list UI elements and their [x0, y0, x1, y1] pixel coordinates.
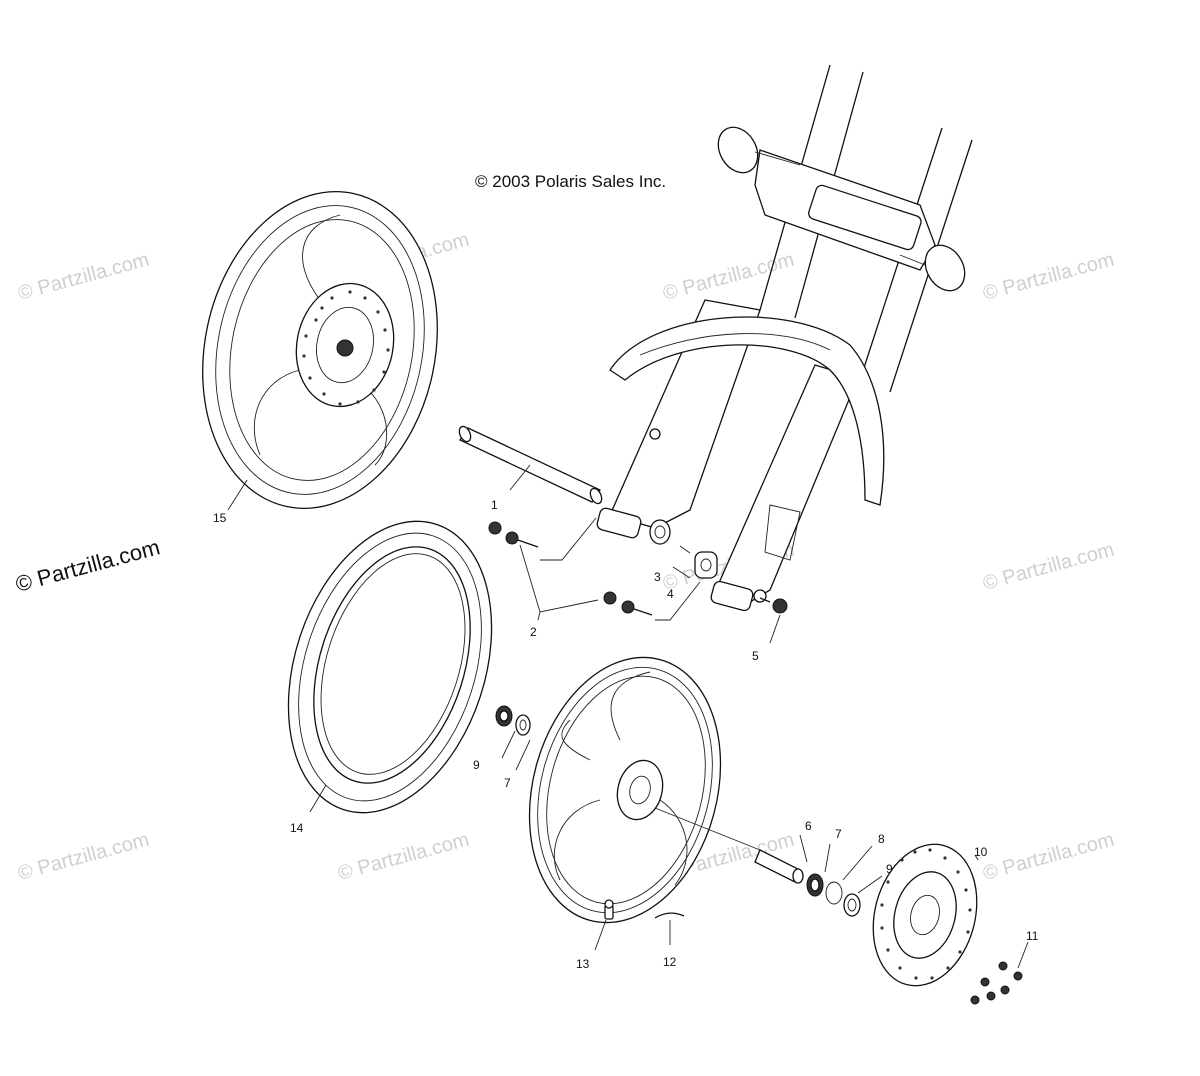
watermark-text: © Partzilla.com — [981, 829, 1117, 885]
balance-weight — [654, 912, 685, 919]
watermark-text: © Partzilla.com — [981, 249, 1117, 305]
callout-10: 10 — [974, 845, 988, 859]
callout-13: 13 — [576, 957, 590, 971]
callout-11: 11 — [1026, 929, 1039, 943]
watermark-text: © Partzilla.com — [661, 249, 797, 305]
axle-bolt — [759, 597, 788, 644]
pinch-bolts — [488, 517, 701, 621]
watermark-text: © Partzilla.com — [981, 539, 1117, 595]
callout-3: 3 — [654, 570, 661, 584]
right-spacer-bearing — [754, 849, 861, 917]
callout-6: 6 — [805, 819, 812, 833]
callout-5: 5 — [752, 649, 759, 663]
brake-disc — [872, 843, 978, 987]
callout-14: 14 — [290, 821, 304, 835]
callout-1: 1 — [491, 498, 498, 512]
watermark-text: © Partzilla.com — [16, 249, 152, 305]
callout-7-left: 7 — [504, 776, 511, 790]
callout-numbers: 15 1 2 3 4 5 14 9 7 6 7 8 9 10 11 12 13 — [213, 498, 1039, 971]
axle-part — [458, 425, 603, 505]
copyright-text: © 2003 Polaris Sales Inc. — [475, 172, 666, 191]
left-bearing-seal — [495, 705, 531, 736]
axle-spacers — [649, 519, 718, 579]
callout-4: 4 — [667, 587, 674, 601]
callout-15: 15 — [213, 511, 227, 525]
callout-8: 8 — [878, 832, 885, 846]
leader-lines — [227, 479, 1029, 969]
callout-9-left: 9 — [473, 758, 480, 772]
tire-part — [287, 520, 493, 814]
watermark-text: © Partzilla.com — [336, 829, 472, 885]
valve-stem — [604, 899, 614, 920]
disc-screws — [970, 961, 1023, 1005]
callout-2: 2 — [530, 625, 537, 639]
wheel-assembly — [202, 191, 438, 509]
callout-7-right: 7 — [835, 827, 842, 841]
watermark-text: © Partzilla.com — [16, 829, 152, 885]
callout-12: 12 — [663, 955, 677, 969]
fork-assembly — [596, 64, 973, 612]
watermark-logo-text: © Partzilla.com — [13, 534, 163, 597]
callout-9-right: 9 — [886, 862, 893, 876]
rim-part — [528, 656, 761, 924]
